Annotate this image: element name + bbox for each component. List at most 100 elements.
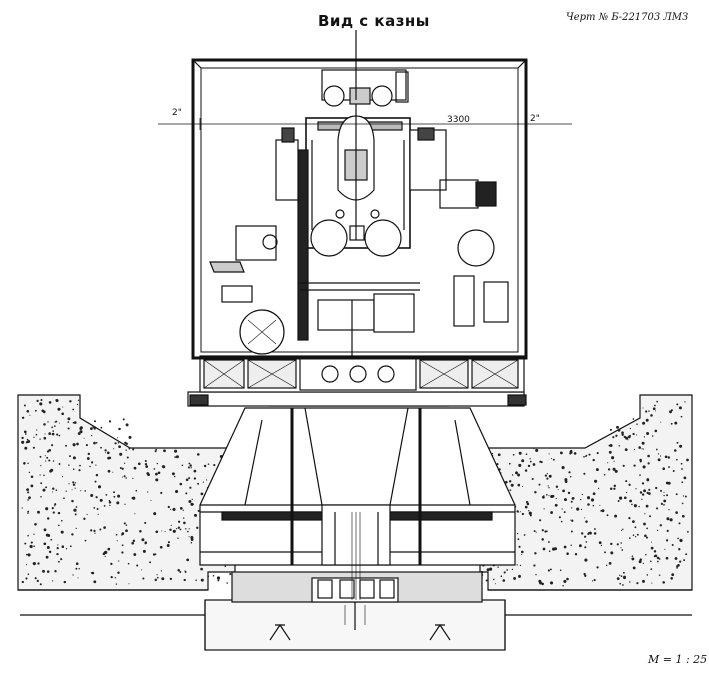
concrete-speckle <box>542 547 546 551</box>
concrete-speckle <box>142 577 145 580</box>
concrete-speckle <box>632 534 635 536</box>
concrete-speckle <box>518 574 521 578</box>
concrete-speckle <box>596 566 599 569</box>
concrete-speckle <box>93 441 96 445</box>
concrete-speckle <box>670 577 673 580</box>
concrete-speckle <box>52 580 54 582</box>
concrete-speckle <box>71 499 74 503</box>
concrete-speckle <box>188 500 192 503</box>
concrete-speckle <box>49 469 52 473</box>
concrete-speckle <box>90 427 93 430</box>
concrete-speckle <box>114 442 117 445</box>
concrete-speckle <box>607 462 609 464</box>
concrete-speckle <box>671 543 674 547</box>
concrete-speckle <box>72 574 74 576</box>
concrete-speckle <box>173 475 176 478</box>
concrete-speckle <box>642 407 644 409</box>
concrete-speckle <box>193 469 197 473</box>
concrete-speckle <box>563 511 566 514</box>
concrete-speckle <box>571 519 574 522</box>
concrete-speckle <box>95 441 98 444</box>
concrete-speckle <box>118 560 120 562</box>
concrete-speckle <box>36 579 39 583</box>
concrete-speckle <box>678 548 681 551</box>
concrete-speckle <box>664 548 666 550</box>
concrete-speckle <box>584 535 587 538</box>
concrete-speckle <box>535 531 537 533</box>
concrete-speckle <box>636 582 639 585</box>
concrete-speckle <box>58 422 60 424</box>
concrete-speckle <box>581 532 584 535</box>
concrete-speckle <box>26 438 29 441</box>
concrete-speckle <box>45 533 49 537</box>
concrete-speckle <box>73 421 77 424</box>
concrete-speckle <box>680 415 683 418</box>
concrete-speckle <box>678 406 682 410</box>
concrete-speckle <box>57 544 59 546</box>
concrete-speckle <box>67 417 71 421</box>
concrete-speckle <box>145 465 149 468</box>
concrete-speckle <box>511 474 514 476</box>
concrete-speckle <box>83 437 85 439</box>
concrete-speckle <box>645 418 649 422</box>
concrete-speckle <box>26 553 28 556</box>
concrete-speckle <box>532 447 535 450</box>
concrete-speckle <box>80 490 82 492</box>
concrete-speckle <box>604 551 606 554</box>
concrete-speckle <box>625 480 628 483</box>
concrete-speckle <box>570 500 573 503</box>
concrete-speckle <box>627 439 629 441</box>
concrete-speckle <box>45 555 49 559</box>
concrete-speckle <box>610 542 613 546</box>
concrete-speckle <box>616 543 619 546</box>
concrete-speckle <box>128 435 132 439</box>
concrete-speckle <box>521 553 523 556</box>
concrete-speckle <box>74 487 76 489</box>
concrete-speckle <box>509 489 512 491</box>
concrete-speckle <box>517 538 520 541</box>
concrete-speckle <box>524 505 528 509</box>
gun-breech <box>305 100 411 257</box>
concrete-speckle <box>543 508 545 510</box>
turret-substructure <box>199 407 516 600</box>
concrete-speckle <box>21 440 25 444</box>
concrete-speckle <box>599 504 601 506</box>
concrete-speckle <box>632 432 635 436</box>
concrete-speckle <box>539 460 542 463</box>
concrete-speckle <box>113 448 115 450</box>
dimension-label: 3300 <box>447 115 470 125</box>
concrete-speckle <box>585 520 588 523</box>
concrete-speckle <box>529 460 532 463</box>
concrete-speckle <box>571 497 575 500</box>
concrete-speckle <box>45 460 47 462</box>
concrete-speckle <box>629 581 631 583</box>
concrete-speckle <box>569 476 572 478</box>
concrete-speckle <box>196 526 199 529</box>
concrete-speckle <box>584 517 586 519</box>
concrete-speckle <box>549 581 554 585</box>
concrete-speckle <box>183 521 186 525</box>
concrete-speckle <box>55 420 58 423</box>
concrete-speckle <box>624 448 628 452</box>
concrete-speckle <box>104 555 106 558</box>
concrete-speckle <box>608 562 612 565</box>
concrete-speckle <box>46 456 49 459</box>
concrete-speckle <box>23 404 26 407</box>
concrete-speckle <box>172 529 176 533</box>
concrete-speckle <box>569 450 573 454</box>
concrete-speckle <box>84 539 87 542</box>
concrete-speckle <box>635 488 637 490</box>
concrete-speckle <box>175 489 179 494</box>
concrete-speckle <box>174 449 178 453</box>
concrete-speckle <box>586 496 591 500</box>
concrete-speckle <box>620 542 622 544</box>
concrete-speckle <box>76 442 79 446</box>
concrete-speckle <box>681 514 685 518</box>
concrete-speckle <box>51 432 55 436</box>
concrete-speckle <box>137 462 141 466</box>
concrete-speckle <box>613 460 615 462</box>
concrete-speckle <box>91 434 93 437</box>
concrete-speckle <box>681 481 684 484</box>
concrete-speckle <box>636 423 638 425</box>
concrete-speckle <box>45 507 49 511</box>
